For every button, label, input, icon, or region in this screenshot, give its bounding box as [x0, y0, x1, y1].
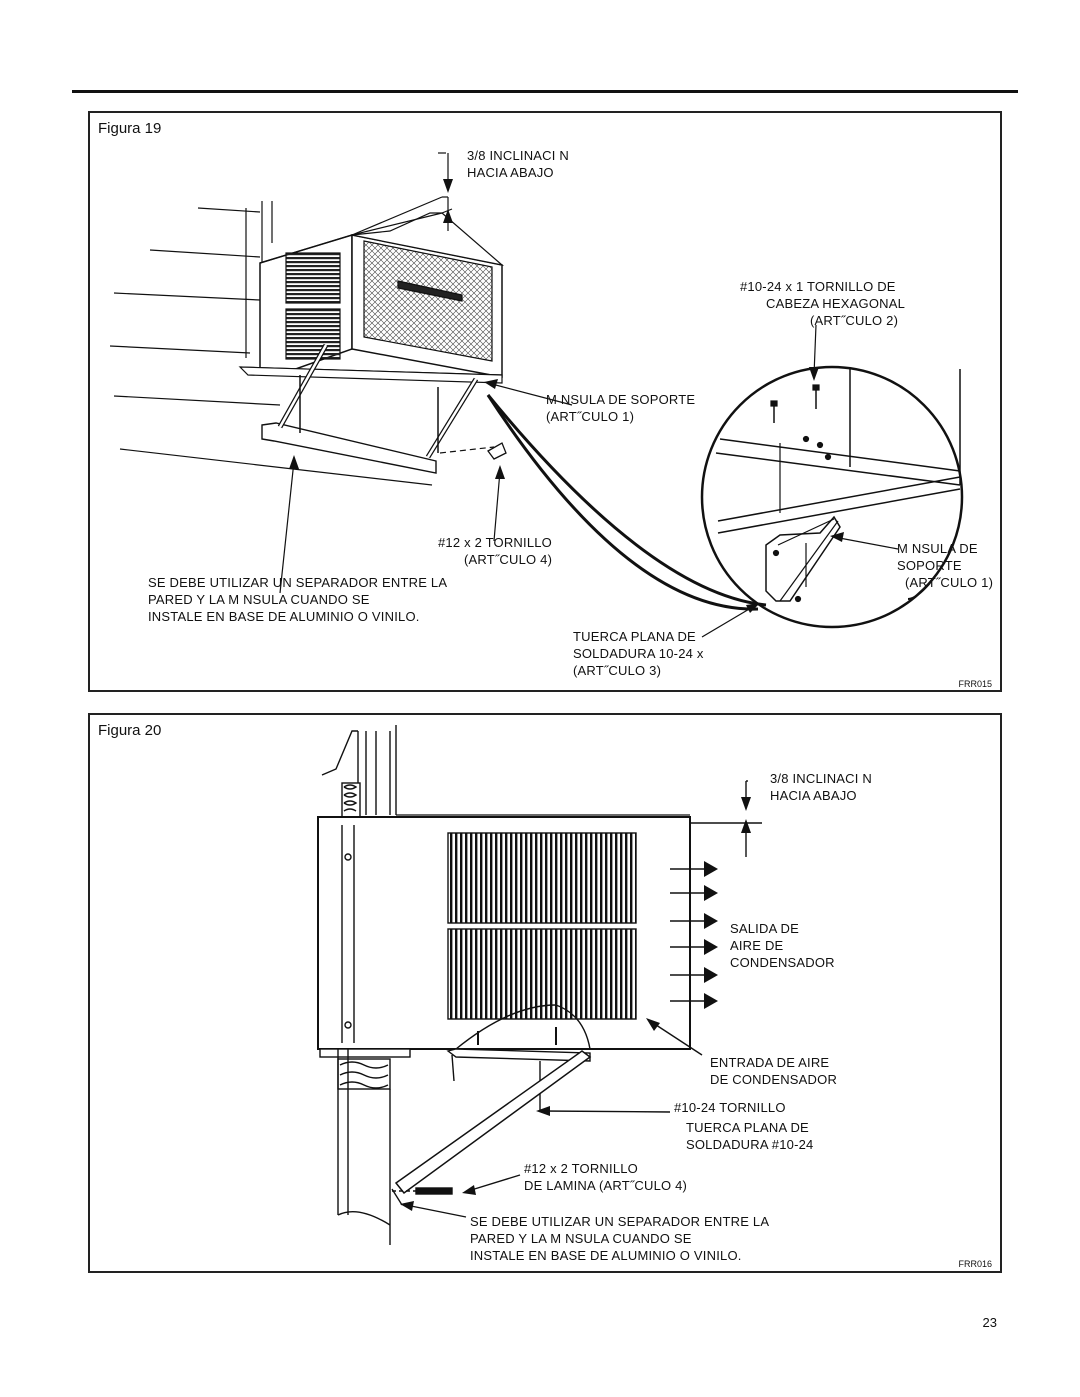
inlet-label-line1: ENTRADA DE AIRE	[710, 1055, 830, 1070]
inlet-label-line2: DE CONDENSADOR	[710, 1072, 838, 1087]
outlet-arrows	[670, 861, 718, 1009]
nut-label-line1: TUERCA PLANA DE	[686, 1120, 809, 1135]
bracket-label-line1: M NSULA DE SOPORTE	[546, 392, 696, 407]
outlet-label-line1: SALIDA DE	[730, 921, 799, 936]
figure-19-title: Figura 19	[98, 120, 162, 137]
spacer-note-line1: SE DEBE UTILIZAR UN SEPARADOR ENTRE LA	[470, 1214, 770, 1229]
figure-19-illustration	[109, 152, 964, 638]
nut-label-line3: (ART˝CULO 3)	[573, 663, 662, 678]
figure-code: FRR016	[958, 1259, 992, 1269]
siding-line	[119, 448, 433, 486]
siding-line	[197, 207, 261, 213]
spacer-note-line3: INSTALE EN BASE DE ALUMINIO O VINILO.	[470, 1248, 742, 1263]
detail-bracket-view	[715, 369, 961, 603]
spacer-note-line1: SE DEBE UTILIZAR UN SEPARADOR ENTRE LA	[148, 575, 448, 590]
screw-head-label-line3: (ART˝CULO 2)	[810, 313, 899, 328]
spacer-note-line3: INSTALE EN BASE DE ALUMINIO O VINILO.	[148, 609, 420, 624]
front-grille	[363, 240, 493, 362]
side-louver-upper	[285, 252, 341, 304]
nut-label-line2: SOLDADURA 10-24 x	[573, 646, 704, 661]
siding-line	[113, 395, 281, 406]
detail-leader-curve	[486, 394, 767, 607]
tilt-label-line2: HACIA ABAJO	[467, 165, 554, 180]
bracket-detail-label-line2: SOPORTE	[897, 558, 962, 573]
screw-head-label-line2: CABEZA HEXAGONAL	[766, 296, 906, 311]
bracket-arm	[394, 1050, 592, 1195]
screw-12-icon	[415, 1187, 453, 1195]
siding-line	[113, 292, 261, 301]
screw-label: #10-24 TORNILLO	[674, 1100, 786, 1115]
condenser-louver-upper	[447, 832, 637, 924]
condenser-louver-lower	[447, 928, 637, 1020]
bracket-label-line2: (ART˝CULO 1)	[546, 409, 635, 424]
outlet-label-line3: CONDENSADOR	[730, 955, 835, 970]
bracket-rail	[261, 422, 437, 474]
figure-19-panel: Figura 19	[88, 111, 1002, 692]
brand-badge	[397, 280, 463, 302]
bracket-detail-label-line3: (ART˝CULO 1)	[905, 575, 994, 590]
screw12-label-line2: DE LAMINA (ART˝CULO 4)	[524, 1178, 688, 1193]
screw-head-label-line1: #10-24 x 1 TORNILLO DE	[740, 279, 896, 294]
screw-12-icon	[487, 442, 507, 460]
siding-line	[109, 345, 251, 354]
spacer-note-line2: PARED Y LA M NSULA CUANDO SE	[470, 1231, 692, 1246]
detail-circle	[700, 365, 964, 629]
bracket-detail-label-line1: M NSULA DE	[897, 541, 978, 556]
tilt-label-line1: 3/8 INCLINACI N	[467, 148, 569, 163]
tilt-label-line1: 3/8 INCLINACI N	[770, 771, 872, 786]
nut-label-line1: TUERCA PLANA DE	[573, 629, 696, 644]
figure-20-title: Figura 20	[98, 722, 162, 739]
siding-line	[149, 249, 261, 258]
header-rule	[72, 90, 1018, 93]
screw12-label-line1: #12 x 2 TORNILLO	[524, 1161, 638, 1176]
figure-code: FRR015	[958, 679, 992, 689]
tilt-label-line2: HACIA ABAJO	[770, 788, 857, 803]
screw12-label-line2: (ART˝CULO 4)	[464, 552, 553, 567]
nut-label-line2: SOLDADURA #10-24	[686, 1137, 814, 1152]
outlet-label-line2: AIRE DE	[730, 938, 784, 953]
side-louver-lower	[285, 308, 341, 360]
spacer-note-line2: PARED Y LA M NSULA CUANDO SE	[148, 592, 370, 607]
figure-20-panel: Figura 20	[88, 713, 1002, 1273]
screw12-label-line1: #12 x 2 TORNILLO	[438, 535, 552, 550]
page-number: 23	[982, 1315, 997, 1330]
figure-20-illustration	[317, 725, 762, 1245]
